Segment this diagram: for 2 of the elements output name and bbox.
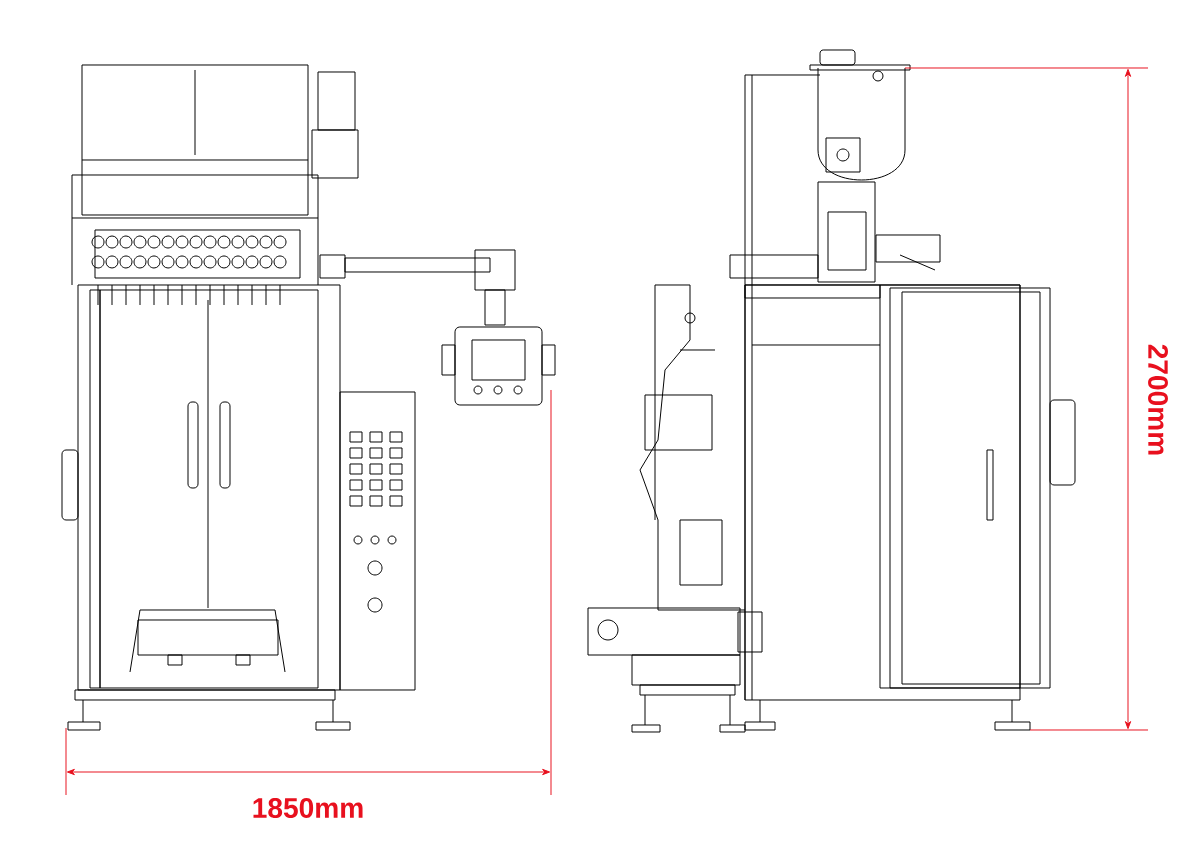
- dimension-label: 2700mm: [1148, 344, 1168, 455]
- dimension-label: 1850mm: [253, 798, 363, 818]
